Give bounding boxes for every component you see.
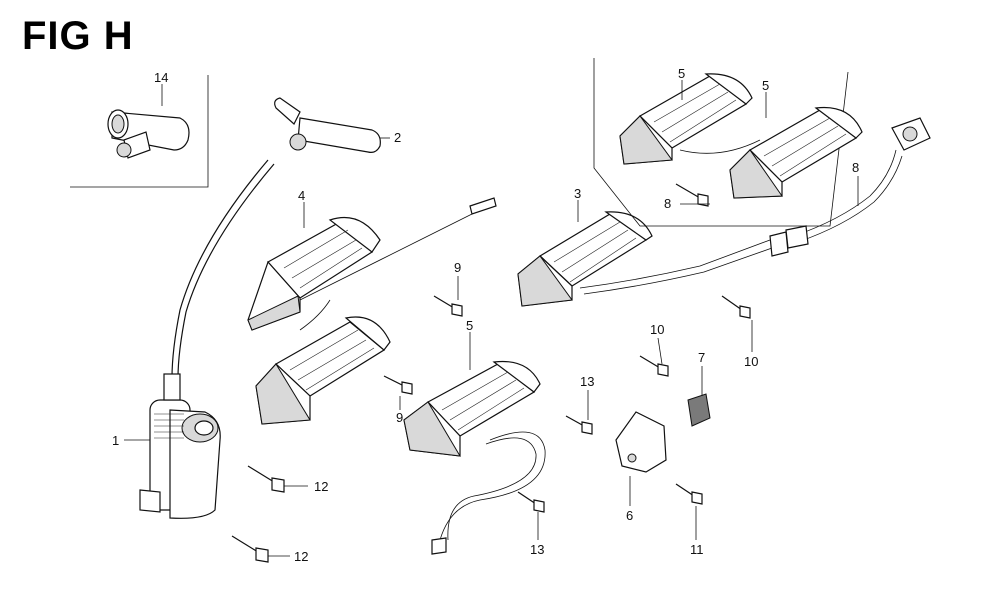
part-7-clip xyxy=(687,393,711,427)
bolt-10-center xyxy=(639,355,669,377)
bolt-13-upper xyxy=(565,415,593,435)
callout-5-inset-a: 5 xyxy=(678,66,685,81)
part-5-coil-inset-b xyxy=(729,106,863,199)
inset-frame-14 xyxy=(70,75,209,188)
callout-2: 2 xyxy=(394,130,401,145)
callout-13-lower: 13 xyxy=(530,542,544,557)
callout-4: 4 xyxy=(298,188,305,203)
part-5-coil-inset-a xyxy=(619,73,761,165)
callout-5-center: 5 xyxy=(466,318,473,333)
leader-lines xyxy=(124,80,859,557)
figure-title: FIG H xyxy=(22,14,134,58)
callout-14: 14 xyxy=(154,70,168,85)
callout-6: 6 xyxy=(626,508,633,523)
callout-9-lower: 9 xyxy=(396,410,403,425)
callout-3: 3 xyxy=(574,186,581,201)
callout-8-inset: 8 xyxy=(664,196,671,211)
high-tension-lead-2 xyxy=(177,163,275,379)
callout-11: 11 xyxy=(690,542,704,557)
high-tension-lead xyxy=(171,159,269,379)
callout-9-upper: 9 xyxy=(454,260,461,275)
bolt-9-upper xyxy=(433,295,463,317)
bolt-10-right xyxy=(721,295,751,319)
part-1-ignition-coil xyxy=(139,373,221,519)
bolt-9-lower xyxy=(383,375,413,395)
part-5-coil-center xyxy=(403,360,546,555)
bolt-13-lower xyxy=(517,491,545,513)
bolt-11 xyxy=(675,483,703,505)
bolt-12-lower xyxy=(231,535,269,563)
part-5-coil-left xyxy=(255,299,391,425)
part-3-coil xyxy=(517,211,789,307)
part-6-bracket xyxy=(615,411,667,473)
inset-frame-upper-right xyxy=(593,58,849,227)
part-8-wire-harness xyxy=(785,117,931,249)
callout-10-right: 10 xyxy=(744,354,758,369)
part-4-coil xyxy=(247,197,497,331)
callout-8-right: 8 xyxy=(852,160,859,175)
callout-12-upper: 12 xyxy=(314,479,328,494)
callout-5-inset-b: 5 xyxy=(762,78,769,93)
part-2-plug-cap xyxy=(274,97,381,153)
callout-12-lower: 12 xyxy=(294,549,308,564)
bolt-8 xyxy=(675,183,709,207)
callout-1: 1 xyxy=(112,433,119,448)
bolt-12-upper xyxy=(247,465,285,493)
part-14-plug-cap xyxy=(107,109,190,159)
callout-13-upper: 13 xyxy=(580,374,594,389)
callout-10-center: 10 xyxy=(650,322,664,337)
callout-7: 7 xyxy=(698,350,705,365)
